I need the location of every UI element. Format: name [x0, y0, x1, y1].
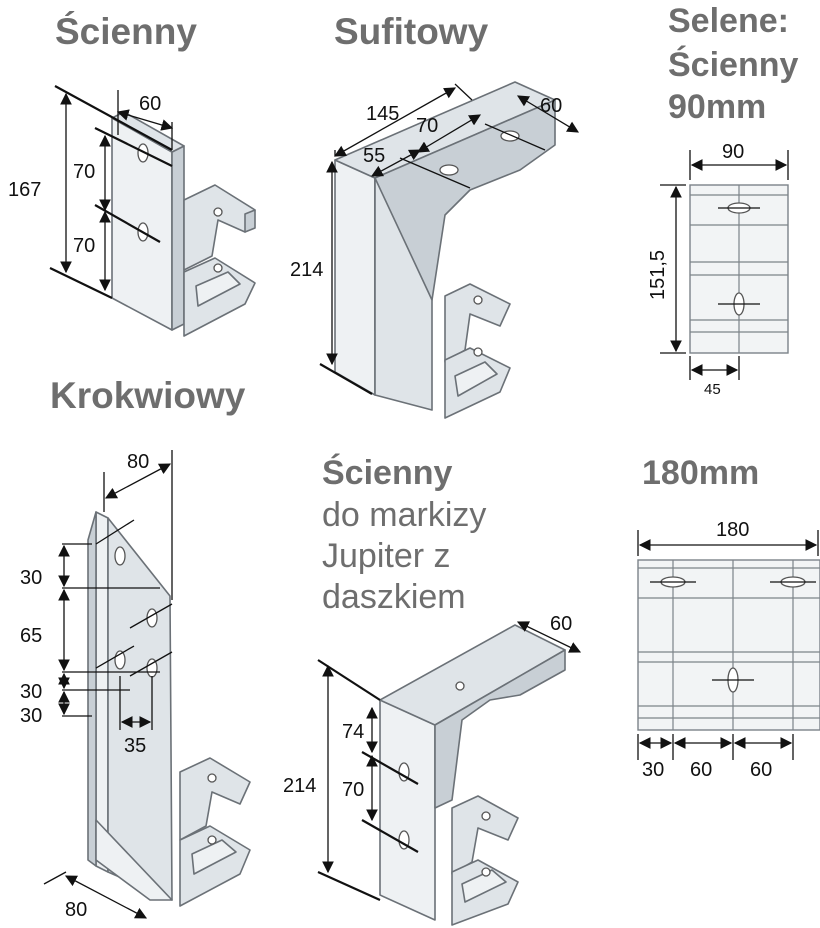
- jupiter-dim-70: 70: [342, 779, 364, 801]
- jupiter-dim-74: 74: [342, 721, 364, 743]
- selene-dim-offset: 45: [704, 381, 721, 398]
- plate180-dim-60b: 60: [750, 759, 772, 781]
- title-jupiter-4: daszkiem: [322, 578, 466, 616]
- sufitowy-dim-height: 214: [290, 259, 323, 281]
- plate-180: [637, 530, 820, 760]
- krokwiowy-dim-30b: 30: [20, 681, 42, 703]
- title-selene-2: Ścienny: [668, 46, 798, 84]
- title-sufitowy: Sufitowy: [334, 11, 489, 52]
- krokwiowy-dim-30a: 30: [20, 567, 42, 589]
- title-jupiter-1: Ścienny: [322, 454, 452, 492]
- scienny-dim-spacing1: 70: [73, 161, 95, 183]
- selene-dim-width: 90: [722, 141, 744, 163]
- krokwiowy-dim-bottom: 80: [65, 899, 87, 921]
- sufitowy-bracket: [319, 81, 580, 419]
- krokwiowy-dim-35: 35: [124, 735, 146, 757]
- scienny-dim-spacing2: 70: [73, 235, 95, 257]
- selene-dim-height: 151,5: [647, 250, 669, 300]
- sufitowy-dim-70: 70: [416, 115, 438, 137]
- jupiter-dim-height: 214: [283, 775, 316, 797]
- jupiter-bracket: [317, 621, 582, 926]
- plate180-dim-30: 30: [642, 759, 664, 781]
- title-jupiter-2: do markizy: [322, 496, 486, 534]
- title-krokwiowy: Krokwiowy: [50, 375, 246, 416]
- title-jupiter-3: Jupiter z: [322, 537, 451, 575]
- sufitowy-dim-145: 145: [366, 103, 399, 125]
- title-selene-1: Selene:: [668, 2, 789, 40]
- scienny-dim-height: 167: [8, 179, 41, 201]
- title-scienny: Ścienny: [55, 10, 197, 52]
- krokwiowy-bracket: [43, 450, 251, 919]
- jupiter-dim-60: 60: [550, 613, 572, 635]
- krokwiowy-dim-30c: 30: [20, 705, 42, 727]
- title-180mm: 180mm: [642, 454, 759, 492]
- plate180-dim-width: 180: [716, 519, 749, 541]
- krokwiowy-dim-65: 65: [20, 625, 42, 647]
- plate180-dim-60a: 60: [690, 759, 712, 781]
- sufitowy-dim-60: 60: [540, 95, 562, 117]
- scienny-bracket: [49, 85, 256, 337]
- selene-90-plate: [660, 150, 789, 380]
- krokwiowy-dim-top: 80: [127, 451, 149, 473]
- scienny-dim-width: 60: [139, 93, 161, 115]
- title-selene-3: 90mm: [668, 88, 766, 126]
- sufitowy-dim-55: 55: [363, 145, 385, 167]
